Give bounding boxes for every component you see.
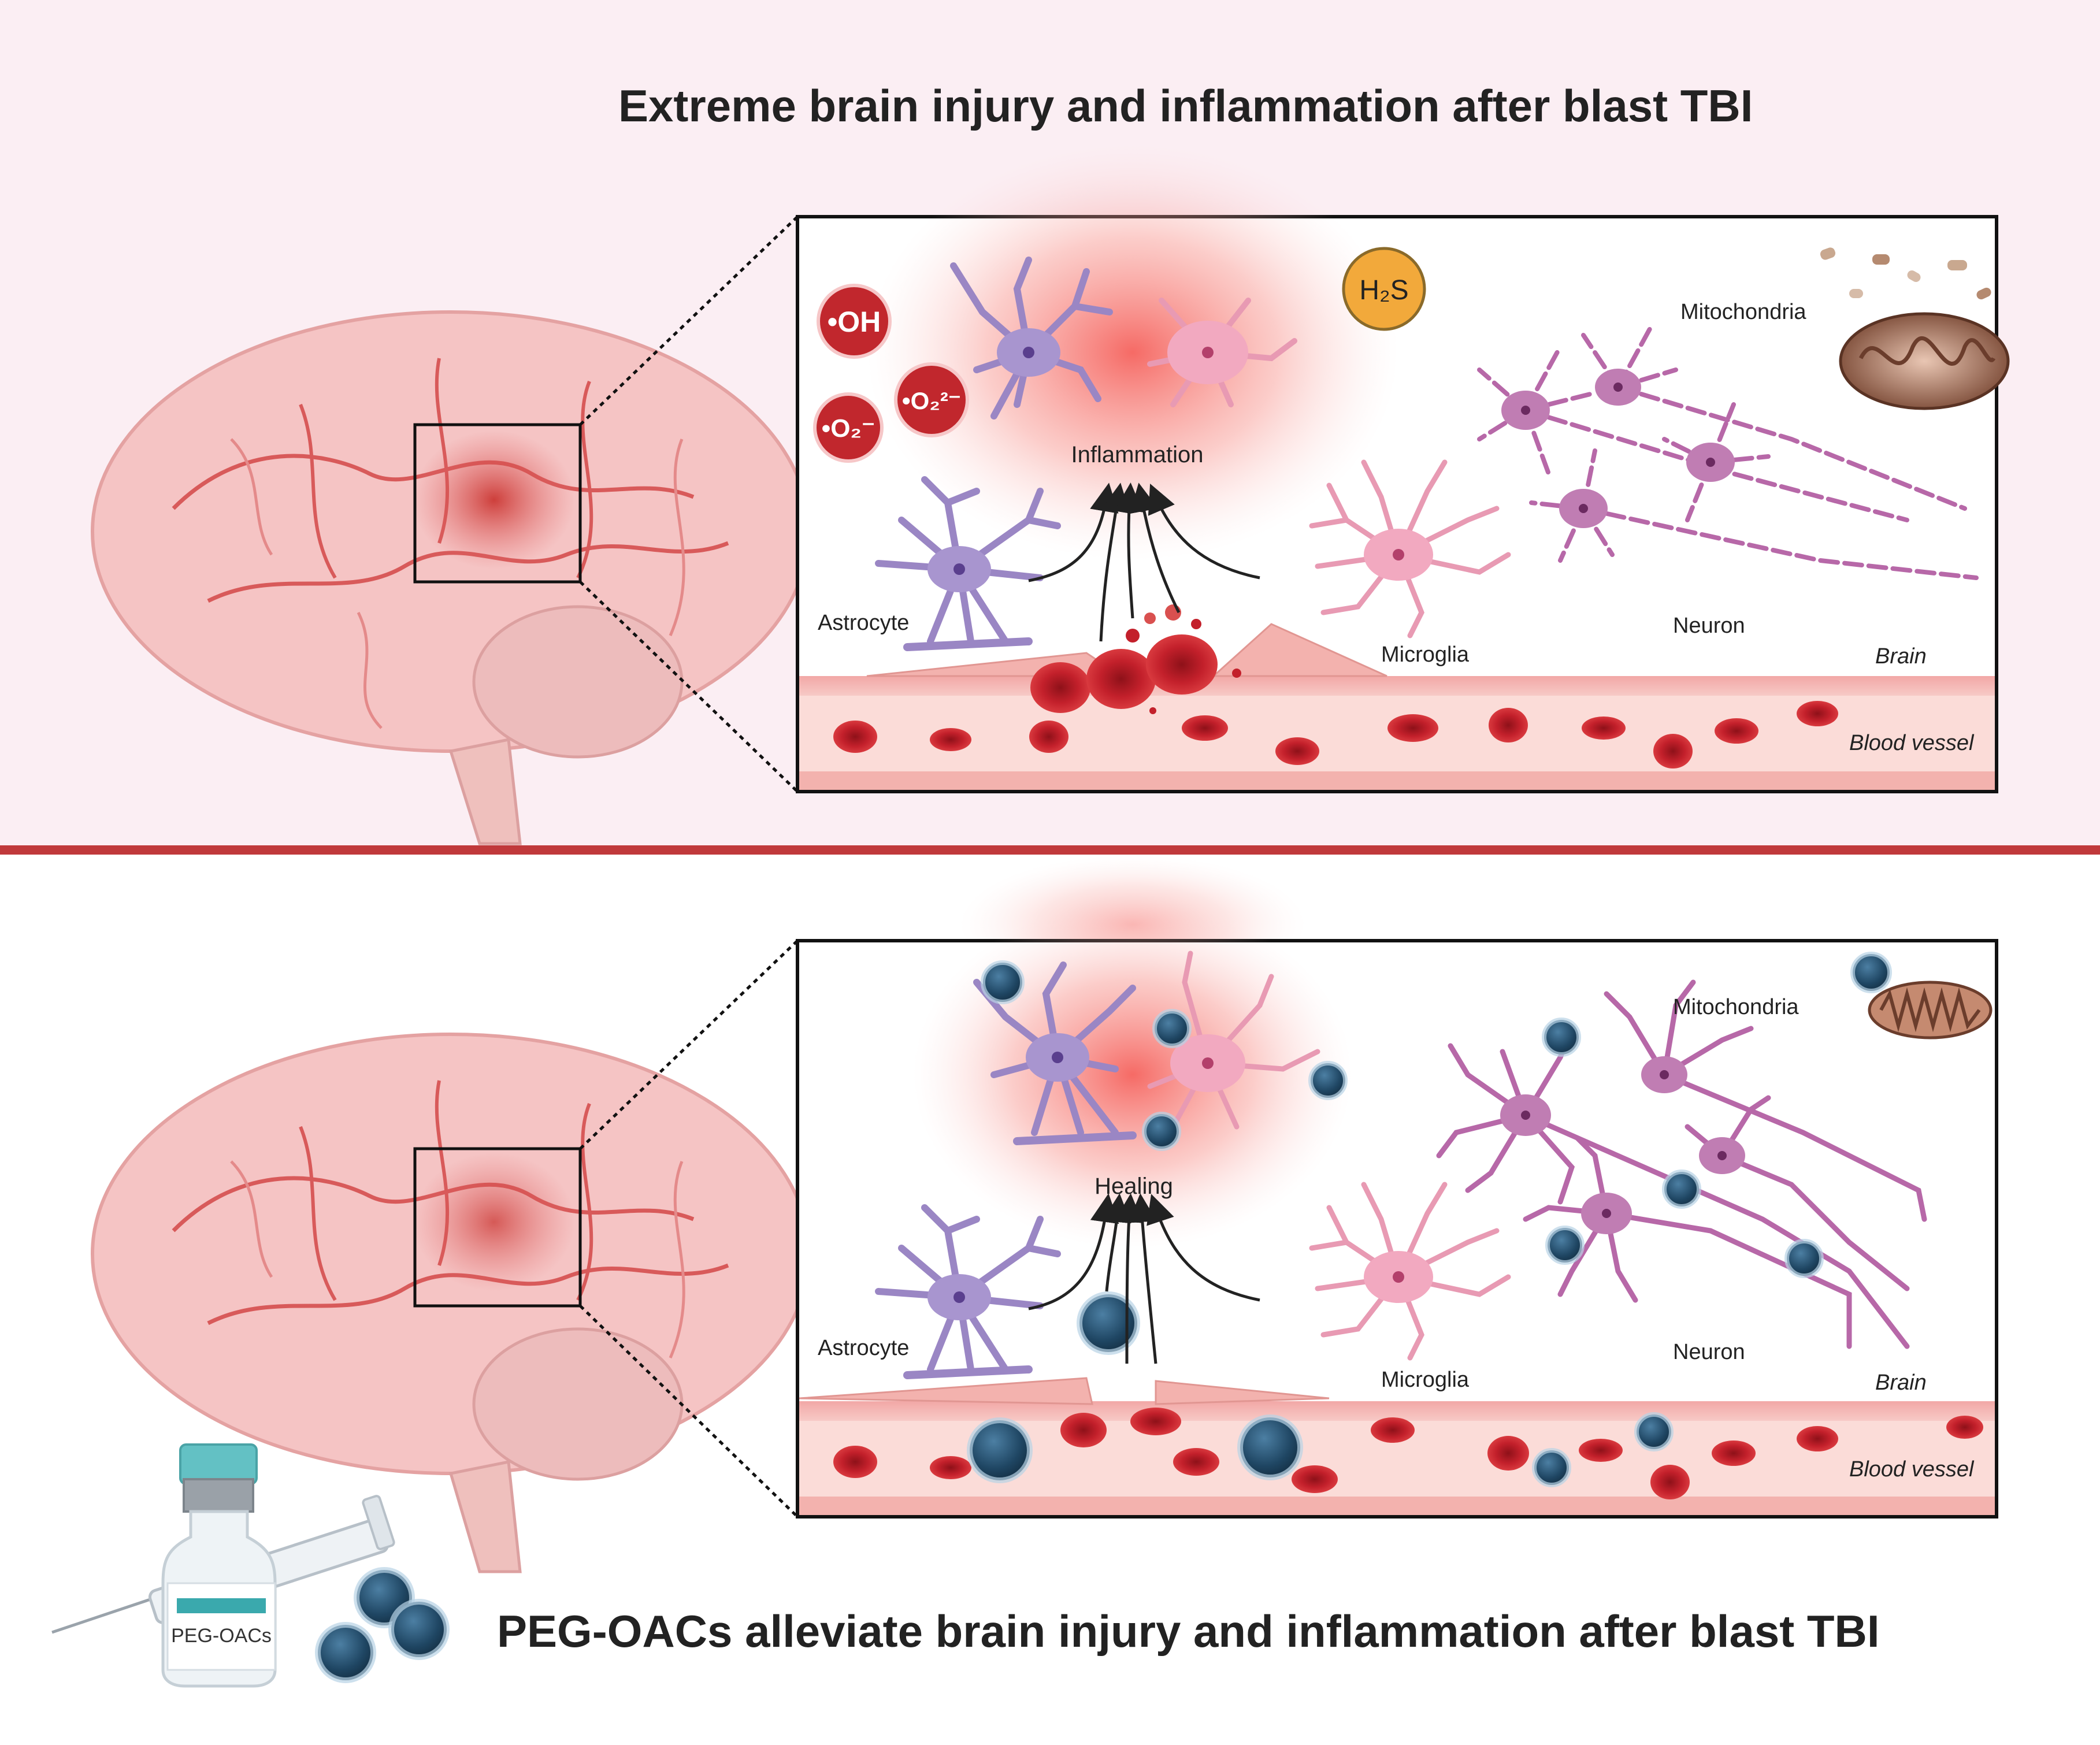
microglia-cell-top xyxy=(1309,459,1511,638)
inflammation-glow-top xyxy=(867,144,1398,560)
peg-oacs-vial-icon: PEG-OACs xyxy=(161,1443,277,1688)
microglia-label-bottom: Microglia xyxy=(1381,1368,1470,1392)
red-blood-cells-top xyxy=(833,604,1838,768)
brain-label-top: Brain xyxy=(1875,644,1927,669)
astrocyte-healing-bottom xyxy=(973,961,1137,1145)
zoom-box-bottom xyxy=(413,1147,582,1308)
mitochondria-healthy-icon xyxy=(1868,981,1993,1039)
mitochondria-damaged-icon xyxy=(1820,247,2010,410)
superoxide-icon: •O₂⁻ xyxy=(813,392,884,463)
peroxide-label: •O₂²⁻ xyxy=(902,387,961,414)
blood-vessel-label-bottom: Blood vessel xyxy=(1849,1457,1975,1482)
nanoparticles-bottom xyxy=(967,952,1892,1487)
bottom-section-title: PEG-OACs alleviate brain injury and infl… xyxy=(497,1606,1880,1657)
blood-vessel-label-top: Blood vessel xyxy=(1849,731,1975,755)
section-divider xyxy=(0,845,2100,855)
red-blood-cells-bottom xyxy=(833,1408,1983,1499)
neuron-label-top: Neuron xyxy=(1673,614,1745,638)
hydrogen-sulfide-label: H₂S xyxy=(1359,275,1408,306)
astrocyte-cell-top xyxy=(875,476,1061,651)
zoom-line-top-upper xyxy=(579,216,799,426)
blood-vessel-top xyxy=(799,623,1995,790)
hydroxyl-label: •OH xyxy=(828,306,881,338)
astrocyte-damaged-top xyxy=(950,257,1113,419)
vial-label: PEG-OACs xyxy=(171,1625,272,1647)
astrocyte-label-bottom: Astrocyte xyxy=(818,1336,909,1360)
hydroxyl-radical-icon: •OH xyxy=(817,284,892,359)
arrows-to-healing-bottom xyxy=(1028,1193,1260,1364)
peroxide-icon: •O₂²⁻ xyxy=(894,362,969,437)
neuron-cells-bottom xyxy=(1436,979,1927,1349)
zoom-box-top xyxy=(413,423,582,584)
arrows-to-inflammation-top xyxy=(1028,482,1260,642)
zoom-line-bottom-upper xyxy=(579,940,799,1150)
neuron-cells-top xyxy=(1477,321,1979,580)
zoom-line-top-lower xyxy=(579,581,799,793)
neuron-bodies-top xyxy=(1501,369,1735,528)
brain-label-bottom: Brain xyxy=(1875,1371,1927,1395)
healing-label: Healing xyxy=(1094,1174,1173,1199)
microglia-cell-bottom xyxy=(1309,1182,1511,1361)
inflammation-label: Inflammation xyxy=(1071,442,1204,467)
astrocyte-label-top: Astrocyte xyxy=(818,611,909,635)
superoxide-label: •O₂⁻ xyxy=(822,414,875,443)
zoom-line-bottom-lower xyxy=(579,1305,799,1518)
peg-oacs-nanoparticles xyxy=(315,1567,450,1683)
mitochondria-label-bottom: Mitochondria xyxy=(1673,995,1799,1019)
top-section-title: Extreme brain injury and inflammation af… xyxy=(618,80,1753,131)
brain-illustration-bottom xyxy=(91,1033,811,1573)
microglia-damaged-top xyxy=(1147,298,1297,407)
neuron-bodies-bottom xyxy=(1500,1056,1745,1234)
neuron-label-bottom: Neuron xyxy=(1673,1340,1745,1364)
astrocyte-cell-bottom xyxy=(875,1204,1061,1379)
mitochondria-label-top: Mitochondria xyxy=(1680,300,1806,324)
hydrogen-sulfide-icon: H₂S xyxy=(1342,247,1426,331)
microglia-label-top: Microglia xyxy=(1381,643,1470,667)
